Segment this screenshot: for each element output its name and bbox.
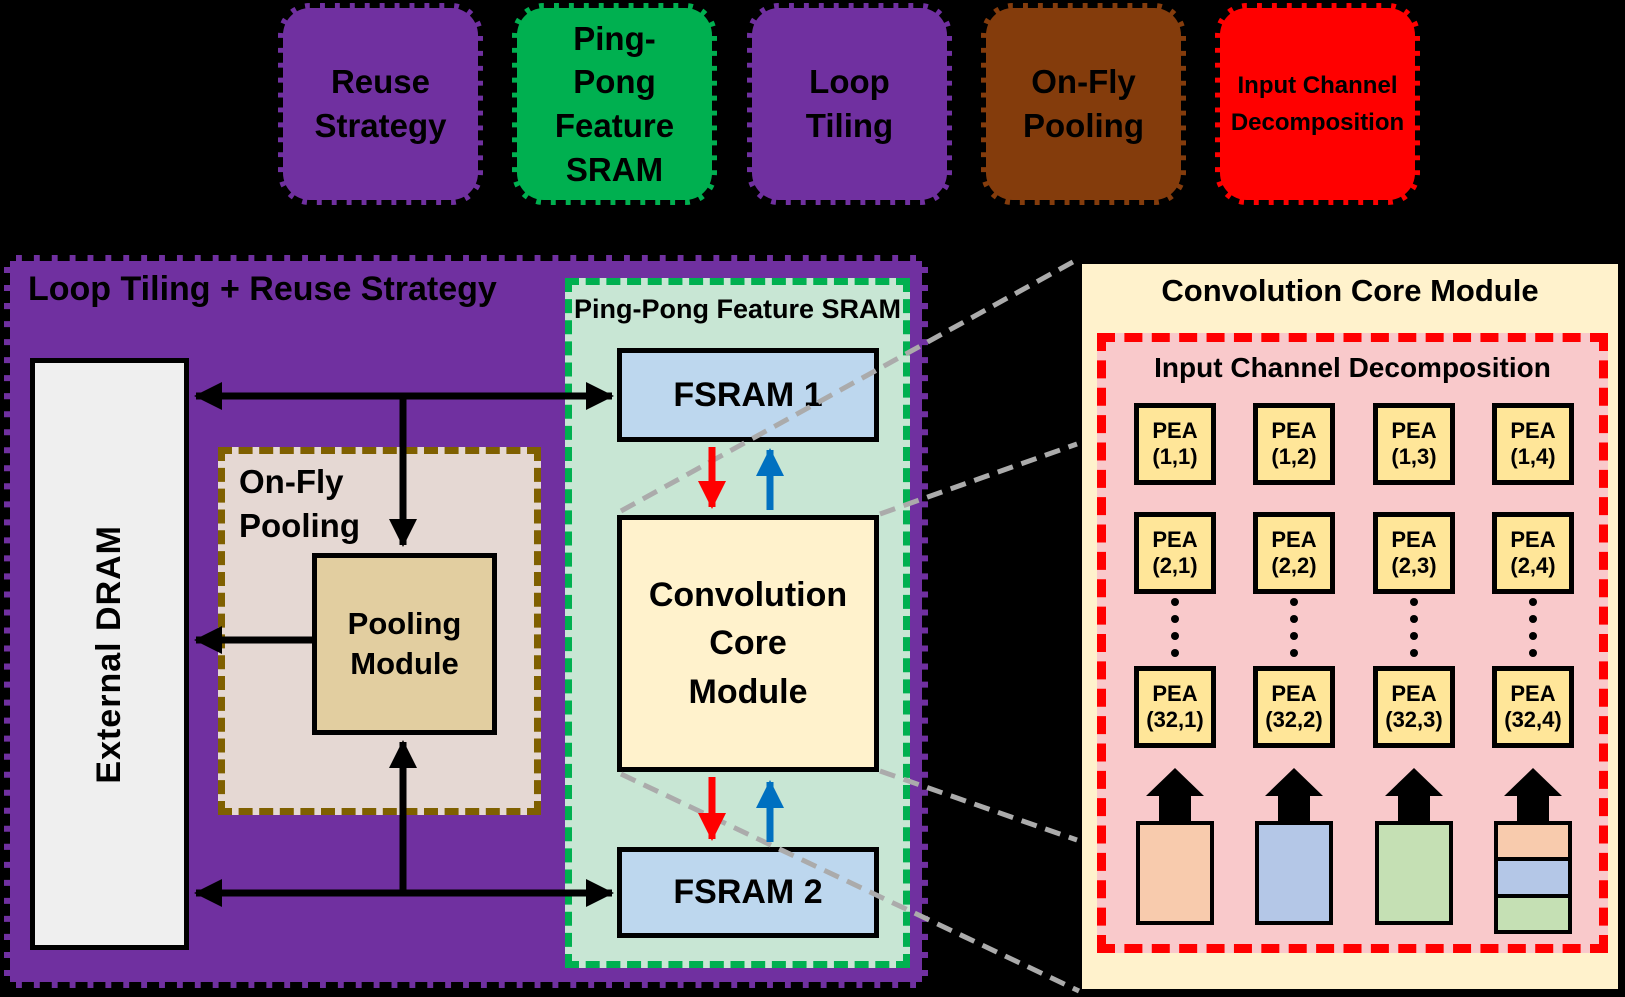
fsram1-box: FSRAM 1 <box>617 348 879 442</box>
legend-label: Ping-Pong Feature SRAM <box>554 19 675 188</box>
legend-label: Reuse Strategy <box>314 63 447 144</box>
input-buffer-rect-4-stacked <box>1494 821 1572 934</box>
pea-cell-2-4: PEA(2,4) <box>1492 512 1574 594</box>
ellipsis-dots-col4 <box>1529 598 1537 657</box>
fsram2-box: FSRAM 2 <box>617 847 879 938</box>
buffer-segment-blue <box>1498 857 1568 898</box>
pea-cell-1-2: PEA(1,2) <box>1253 403 1335 485</box>
pea-cell-1-1: PEA(1,1) <box>1134 403 1216 485</box>
convolution-core-module-box: Convolution Core Module <box>617 515 879 772</box>
input-buffer-rect-2 <box>1255 821 1333 925</box>
legend-label: On-Fly Pooling <box>1023 63 1144 144</box>
pea-cell-32-1: PEA(32,1) <box>1134 666 1216 748</box>
ping-pong-feature-sram-title: Ping-Pong Feature SRAM <box>573 294 901 324</box>
on-fly-pooling-title: On-Fly Pooling <box>239 463 360 544</box>
convolution-core-module-panel-title: Convolution Core Module <box>1161 273 1539 308</box>
legend-ping-pong-feature-sram: Ping-Pong Feature SRAM <box>512 3 717 205</box>
legend-label: Loop Tiling <box>805 63 894 144</box>
pea-cell-1-4: PEA(1,4) <box>1492 403 1574 485</box>
pea-cell-2-3: PEA(2,3) <box>1373 512 1455 594</box>
buffer-segment-green <box>1498 897 1568 930</box>
input-channel-decomposition-title: Input Channel Decomposition <box>1154 352 1551 383</box>
buffer-segment-peach <box>1498 825 1568 858</box>
pea-cell-2-2: PEA(2,2) <box>1253 512 1335 594</box>
pea-cell-32-3: PEA(32,3) <box>1373 666 1455 748</box>
legend-label: Input Channel Decomposition <box>1230 71 1405 136</box>
external-dram-box: External DRAM <box>30 358 189 950</box>
loop-tiling-reuse-title: Loop Tiling + Reuse Strategy <box>28 270 497 308</box>
pea-cell-1-3: PEA(1,3) <box>1373 403 1455 485</box>
pea-cell-32-2: PEA(32,2) <box>1253 666 1335 748</box>
ellipsis-dots-col1 <box>1171 598 1179 657</box>
legend-reuse-strategy: Reuse Strategy <box>278 3 483 205</box>
ellipsis-dots-col3 <box>1410 598 1418 657</box>
input-buffer-rect-3 <box>1375 821 1453 925</box>
pea-cell-2-1: PEA(2,1) <box>1134 512 1216 594</box>
legend-loop-tiling: Loop Tiling <box>747 3 952 205</box>
input-buffer-rect-1 <box>1136 821 1214 925</box>
ellipsis-dots-col2 <box>1290 598 1298 657</box>
pea-cell-32-4: PEA(32,4) <box>1492 666 1574 748</box>
external-dram-label: External DRAM <box>90 524 128 784</box>
legend-on-fly-pooling: On-Fly Pooling <box>981 3 1186 205</box>
pooling-module-box: Pooling Module <box>312 553 497 735</box>
legend-input-channel-decomposition: Input Channel Decomposition <box>1215 3 1420 205</box>
